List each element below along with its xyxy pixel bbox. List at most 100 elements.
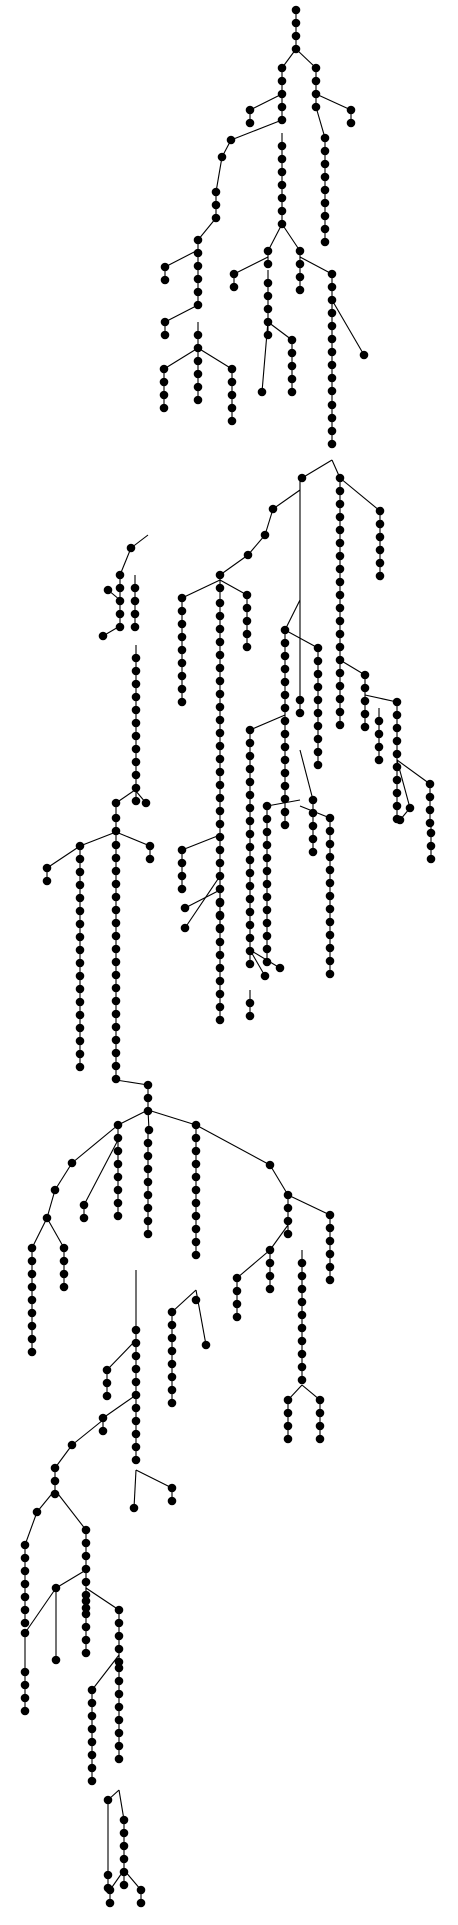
tree-node	[27, 1334, 37, 1344]
tree-edge	[54, 1489, 87, 1531]
tree-node	[374, 742, 384, 752]
tree-node	[193, 300, 203, 310]
tree-node	[215, 793, 225, 803]
tree-node	[177, 871, 187, 881]
tree-node	[114, 1741, 124, 1751]
tree-node	[191, 1133, 201, 1143]
tree-edge	[197, 217, 217, 241]
tree-node	[215, 663, 225, 673]
tree-node	[111, 957, 121, 967]
tree-node	[177, 593, 187, 603]
tree-node	[144, 1125, 154, 1135]
tree-edge	[164, 304, 199, 323]
tree-node	[327, 282, 337, 292]
tree-node	[335, 720, 345, 730]
tree-node	[20, 1628, 30, 1638]
tree-node	[360, 709, 370, 719]
tree-node	[20, 1553, 30, 1563]
tree-edge	[247, 534, 266, 556]
tree-node	[143, 1138, 153, 1148]
tree-node	[51, 1655, 61, 1665]
tree-node	[262, 866, 272, 876]
tree-node	[131, 744, 141, 754]
tree-edge	[71, 1419, 104, 1446]
tree-node	[215, 611, 225, 621]
tree-node	[346, 105, 356, 115]
tree-node	[280, 820, 290, 830]
tree-node	[280, 768, 290, 778]
tree-node	[245, 946, 255, 956]
tree-node	[217, 152, 227, 162]
tree-node	[308, 847, 318, 857]
tree-node	[295, 708, 305, 718]
tree-node	[215, 832, 225, 842]
tree-node	[405, 803, 415, 813]
tree-node	[315, 1408, 325, 1418]
tree-node	[325, 878, 335, 888]
tree-node	[87, 1685, 97, 1695]
tree-node	[180, 903, 190, 913]
tree-node	[425, 779, 435, 789]
tree-node	[81, 1525, 91, 1535]
tree-nodes	[20, 5, 436, 1908]
tree-edge	[46, 1217, 65, 1249]
tree-node	[325, 969, 335, 979]
tree-node	[265, 1258, 275, 1268]
tree-node	[263, 330, 273, 340]
tree-node	[320, 185, 330, 195]
tree-node	[320, 159, 330, 169]
tree-node	[131, 666, 141, 676]
tree-node	[262, 814, 272, 824]
tree-node	[111, 879, 121, 889]
tree-node	[257, 387, 267, 397]
tree-node	[111, 853, 121, 863]
tree-node	[297, 1336, 307, 1346]
tree-node	[215, 702, 225, 712]
tree-node	[193, 356, 203, 366]
tree-node	[335, 655, 345, 665]
tree-node	[287, 335, 297, 345]
tree-node	[315, 1395, 325, 1405]
tree-node	[136, 1885, 146, 1895]
tree-node	[75, 893, 85, 903]
tree-node	[119, 1828, 129, 1838]
tree-node	[81, 1596, 91, 1606]
tree-node	[280, 703, 290, 713]
tree-edge	[24, 1587, 57, 1634]
tree-node	[283, 1203, 293, 1213]
tree-node	[75, 945, 85, 955]
tree-node	[136, 1898, 146, 1908]
tree-node	[115, 596, 125, 606]
tree-node	[265, 1160, 275, 1170]
tree-node	[280, 781, 290, 791]
tree-node	[215, 583, 225, 593]
tree-node	[245, 842, 255, 852]
tree-node	[143, 1190, 153, 1200]
tree-node	[105, 1898, 115, 1908]
tree-node	[374, 755, 384, 765]
tree-node	[327, 360, 337, 370]
tree-edge	[133, 1469, 137, 1509]
tree-node	[392, 788, 402, 798]
tree-node	[227, 377, 237, 387]
tree-node	[27, 1295, 37, 1305]
tree-node	[167, 1385, 177, 1395]
tree-node	[245, 894, 255, 904]
tree-edge	[269, 1164, 289, 1196]
tree-node	[277, 219, 287, 229]
tree-node	[131, 705, 141, 715]
tree-node	[114, 1618, 124, 1628]
tree-node	[297, 1310, 307, 1320]
tree-node	[263, 317, 273, 327]
tree-node	[215, 715, 225, 725]
tree-node	[75, 1049, 85, 1059]
tree-node	[277, 102, 287, 112]
tree-node	[242, 616, 252, 626]
tree-node	[177, 645, 187, 655]
tree-node	[32, 1507, 42, 1517]
tree-node	[262, 892, 272, 902]
tree-node	[102, 1378, 112, 1388]
tree-edge	[102, 1394, 137, 1419]
tree-node	[215, 845, 225, 855]
tree-node	[131, 1325, 141, 1335]
